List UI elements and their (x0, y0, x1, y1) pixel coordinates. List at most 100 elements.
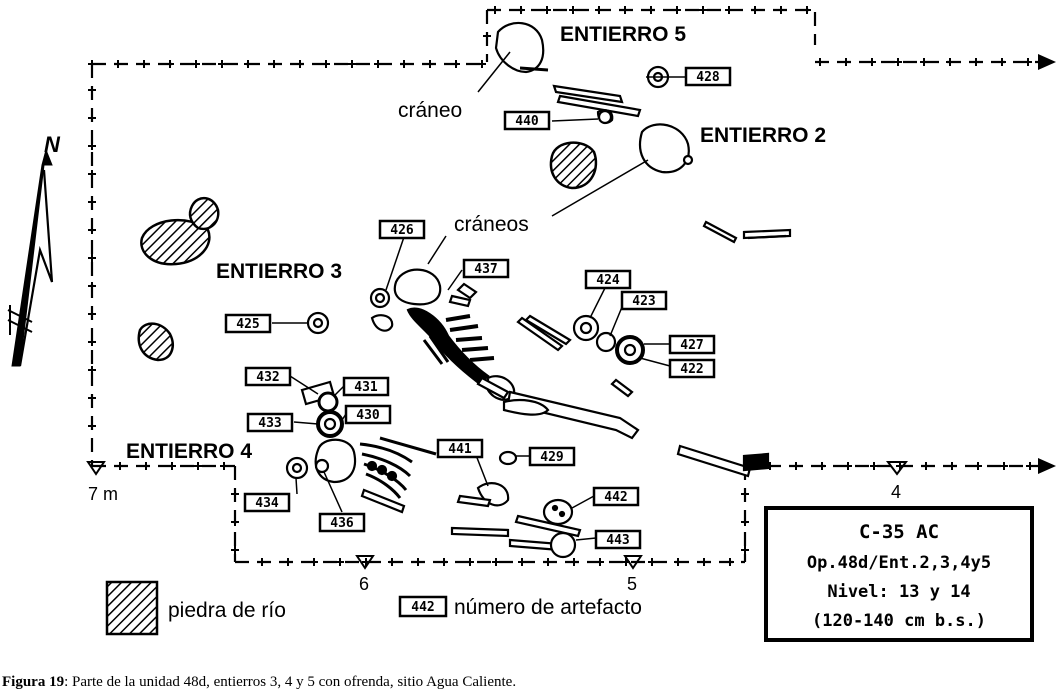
boundary-tick (284, 558, 292, 566)
boundary-tick (88, 170, 96, 178)
boundary-tick (948, 462, 956, 470)
artifact-number: 430 (356, 408, 380, 423)
boundary-tick (374, 60, 382, 68)
boundary-tick (166, 60, 174, 68)
boundary-tick (414, 558, 422, 566)
boundary-tick (491, 6, 499, 14)
label-entierro-5: ENTIERRO 5 (560, 23, 686, 46)
artifact-number: 440 (515, 114, 539, 129)
artifact-number: 431 (354, 380, 378, 395)
boundary-tick (322, 60, 330, 68)
artifact-tag-424: 424 (584, 269, 632, 290)
boundary-tick (543, 6, 551, 14)
datum-markers (86, 461, 908, 570)
boundary-tick (517, 6, 525, 14)
boundary-tick (88, 86, 96, 94)
legend-stone-swatch (105, 580, 159, 636)
boundary-tick (1024, 58, 1032, 66)
skeletal-remains (300, 21, 792, 552)
boundary-tick (258, 558, 266, 566)
stone-2 (188, 197, 220, 231)
boundary-tick (388, 558, 396, 566)
boundary-tick (231, 546, 239, 554)
boundary-tick (803, 6, 811, 14)
boundary-tick (648, 558, 656, 566)
artifact-436-mark (314, 458, 330, 474)
artifact-number: 423 (632, 294, 655, 309)
boundary-tick (483, 32, 491, 40)
boundary-tick (726, 558, 734, 566)
stone-4 (549, 141, 598, 190)
boundary-tick (946, 58, 954, 66)
entierro-3-torso (406, 307, 495, 386)
boundary-tick (192, 60, 200, 68)
artifact-tag-440: 440 (503, 110, 551, 131)
artifact-number: 433 (258, 416, 281, 431)
skull-entierro-2 (638, 123, 690, 174)
artifact-tag-437: 437 (462, 258, 510, 279)
legend-tag-box (398, 595, 448, 618)
artifact-number: 432 (256, 370, 279, 385)
boundary-tick (673, 6, 681, 14)
boundary-tick (674, 558, 682, 566)
caption-text: : Parte de la unidad 48d, entierros 3, 4… (64, 674, 517, 690)
artifact-423-mark (595, 331, 617, 353)
boundary-tick (1000, 462, 1008, 470)
artifact-number: 428 (696, 70, 720, 85)
boundary-tick (595, 6, 603, 14)
boundary-tick (218, 60, 226, 68)
boundary-tick (270, 60, 278, 68)
boundary-tick (114, 60, 122, 68)
boundary-tick (88, 114, 96, 122)
artifact-tag-436: 436 (318, 512, 366, 533)
boundary-tick (842, 58, 850, 66)
legend-stone-label: piedra de río (168, 599, 286, 622)
info-line-3: Nivel: 13 y 14 (827, 582, 970, 602)
boundary-tick (492, 558, 500, 566)
axis-label-5: 5 (627, 574, 637, 594)
boundary-tick (142, 462, 150, 470)
boundary-tick (868, 58, 876, 66)
boundary-tick (88, 226, 96, 234)
boundary-tick (88, 254, 96, 262)
boundary-tick (751, 6, 759, 14)
boundary-tick (647, 6, 655, 14)
artifact-number: 437 (474, 262, 497, 277)
boundary-tick (88, 282, 96, 290)
artifact-number: 443 (606, 533, 629, 548)
boundary-tick (88, 142, 96, 150)
legend-tag-number: 442 (411, 600, 434, 615)
boundary-tick (699, 6, 707, 14)
caption-figure-number: Figura 19 (2, 674, 65, 690)
boundary-tick (194, 462, 202, 470)
boundary-tick (88, 394, 96, 402)
boundary-tick (88, 310, 96, 318)
artifact-440-mark (597, 109, 613, 125)
boundary-tick (466, 558, 474, 566)
boundary-tick (88, 366, 96, 374)
boundary-tick (816, 58, 824, 66)
info-box: C-35 AC Op.48d/Ent.2,3,4y5 Nivel: 13 y 1… (764, 506, 1034, 642)
artifact-markers (285, 65, 670, 559)
boundary-tick (621, 6, 629, 14)
stone-1 (140, 218, 211, 266)
artifact-number: 425 (236, 317, 259, 332)
boundary-tick (140, 60, 148, 68)
artifact-tag-434: 434 (243, 492, 291, 513)
artifact-number: 429 (540, 450, 563, 465)
boundary-tick (741, 490, 749, 498)
artifact-tag-430: 430 (344, 404, 392, 425)
artifact-tag-428: 428 (684, 66, 732, 87)
artifact-tag-422: 422 (668, 358, 716, 379)
boundary-ticks (88, 6, 1034, 566)
artifact-tag-442: 442 (592, 486, 640, 507)
label-entierro-2: ENTIERRO 2 (700, 124, 826, 147)
boundary-tick (894, 58, 902, 66)
info-line-2: Op.48d/Ent.2,3,4y5 (807, 553, 991, 573)
boundary-tick (400, 60, 408, 68)
label-entierro-4: ENTIERRO 4 (126, 440, 252, 463)
leader-lines (272, 51, 686, 541)
boundary-tick (88, 338, 96, 346)
boundary-tick (818, 462, 826, 470)
